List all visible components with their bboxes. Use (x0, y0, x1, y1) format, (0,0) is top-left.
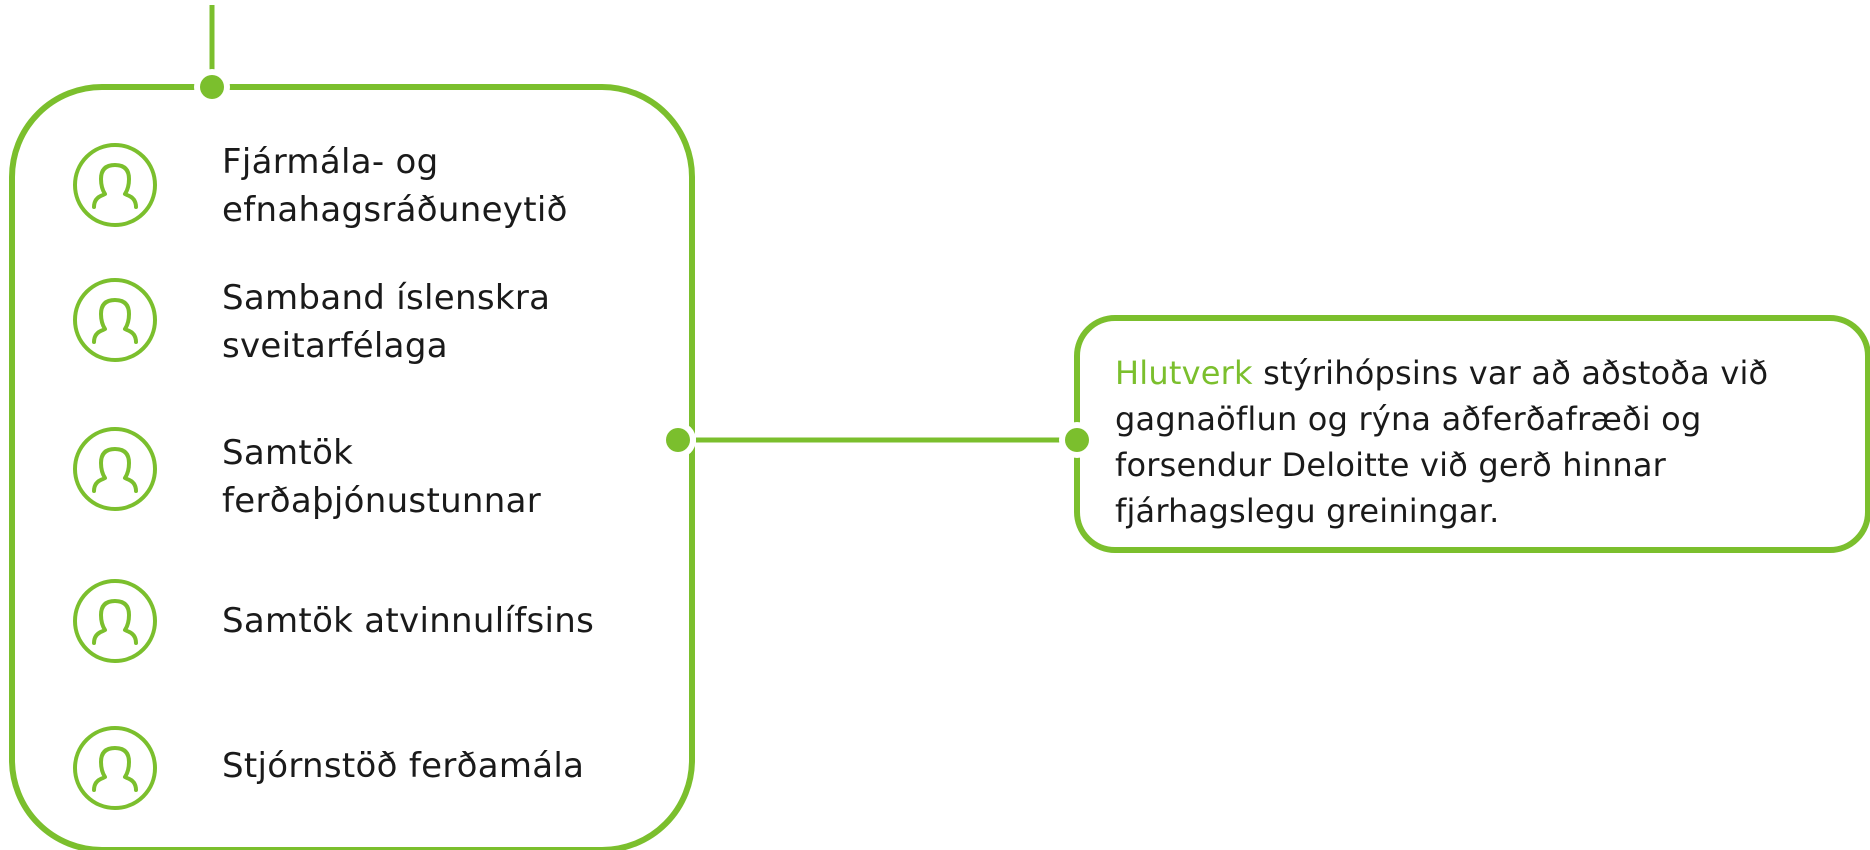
member-label-line: sveitarfélaga (222, 326, 448, 366)
role-box (1074, 315, 1870, 553)
member-item: Fjármála- og efnahagsráðuneytið (0, 130, 640, 240)
role-highlight: Hlutverk (1115, 354, 1253, 392)
member-label: Samband íslenskra sveitarfélaga (222, 274, 550, 370)
member-label-line: ferðaþjónustunnar (222, 481, 542, 521)
person-outline-icon (73, 579, 157, 663)
top-connector-dot (200, 75, 224, 99)
member-item: Samtök ferðaþjónustunnar (0, 420, 640, 530)
member-item: Samtök atvinnulífsins (0, 575, 640, 685)
members-box (9, 84, 695, 850)
left-connector-dot (666, 428, 690, 452)
member-label: Stjórnstöð ferðamála (222, 742, 584, 790)
person-outline-icon (73, 427, 157, 511)
person-outline-icon (73, 278, 157, 362)
member-label-line: Stjórnstöð ferðamála (222, 746, 585, 786)
member-label: Samtök atvinnulífsins (222, 597, 594, 645)
member-label-line: Samband íslenskra (222, 278, 551, 318)
person-outline-icon (73, 726, 157, 810)
member-label-line: Fjármála- og (222, 142, 439, 182)
member-item: Stjórnstöð ferðamála (0, 722, 640, 832)
right-connector-dot (1065, 428, 1089, 452)
member-label: Fjármála- og efnahagsráðuneytið (222, 138, 568, 234)
member-item: Samband íslenskra sveitarfélaga (0, 272, 640, 382)
role-description: Hlutverk stýrihópsins var að aðstoða við… (1115, 350, 1805, 534)
role-text: stýrihópsins var að aðstoða við gagnaöfl… (1115, 354, 1769, 530)
person-outline-icon (73, 143, 157, 227)
member-label: Samtök ferðaþjónustunnar (222, 429, 541, 525)
member-label-line: Samtök atvinnulífsins (222, 601, 595, 641)
member-label-line: efnahagsráðuneytið (222, 190, 568, 230)
member-label-line: Samtök (222, 433, 354, 473)
